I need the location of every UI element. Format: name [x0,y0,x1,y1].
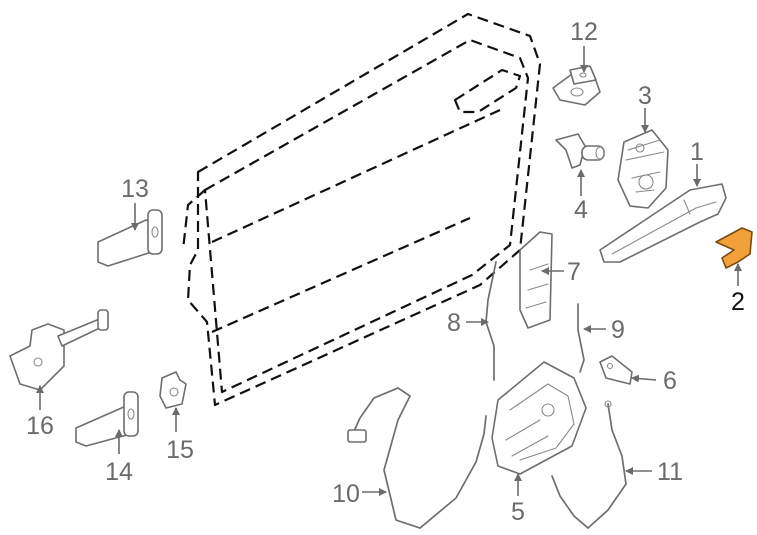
callout-2: 2 [731,288,745,316]
part-5-door-latch [491,361,587,475]
door-shell-outline [181,12,542,407]
callout-5: 5 [511,498,525,526]
callout-7: 7 [567,258,581,286]
part-15-plate [159,371,187,409]
part-13-hinge [97,209,163,267]
part-4-lock-cylinder [555,133,605,169]
leader-6 [631,374,657,383]
callout-6: 6 [663,367,677,395]
part-6-bracket [599,355,633,385]
callout-3: 3 [638,82,652,110]
part-3-lock-actuator [617,129,669,209]
part-7-bracket [519,231,553,329]
part-1-outside-handle [599,183,727,263]
callout-16: 16 [26,412,54,440]
part-16-door-check [9,309,109,391]
leader-lines [36,46,742,496]
part-9-rod [577,303,585,373]
part-11-cable [551,400,627,530]
callout-4: 4 [574,196,588,224]
part-2-handle-cover [715,227,753,269]
callout-13: 13 [121,175,149,203]
callout-15: 15 [166,436,194,464]
callout-14: 14 [105,458,133,486]
part-10-cable [347,387,487,529]
callout-11: 11 [657,458,683,486]
part-14-hinge [75,391,139,447]
callout-labels: 1 2 3 4 5 6 7 8 9 10 11 12 13 14 15 16 [26,18,745,526]
callout-1: 1 [690,138,704,166]
callout-10: 10 [332,480,360,508]
part-12-bracket [552,65,601,106]
callout-9: 9 [611,316,625,344]
callout-12: 12 [570,18,598,46]
callout-8: 8 [447,309,461,337]
